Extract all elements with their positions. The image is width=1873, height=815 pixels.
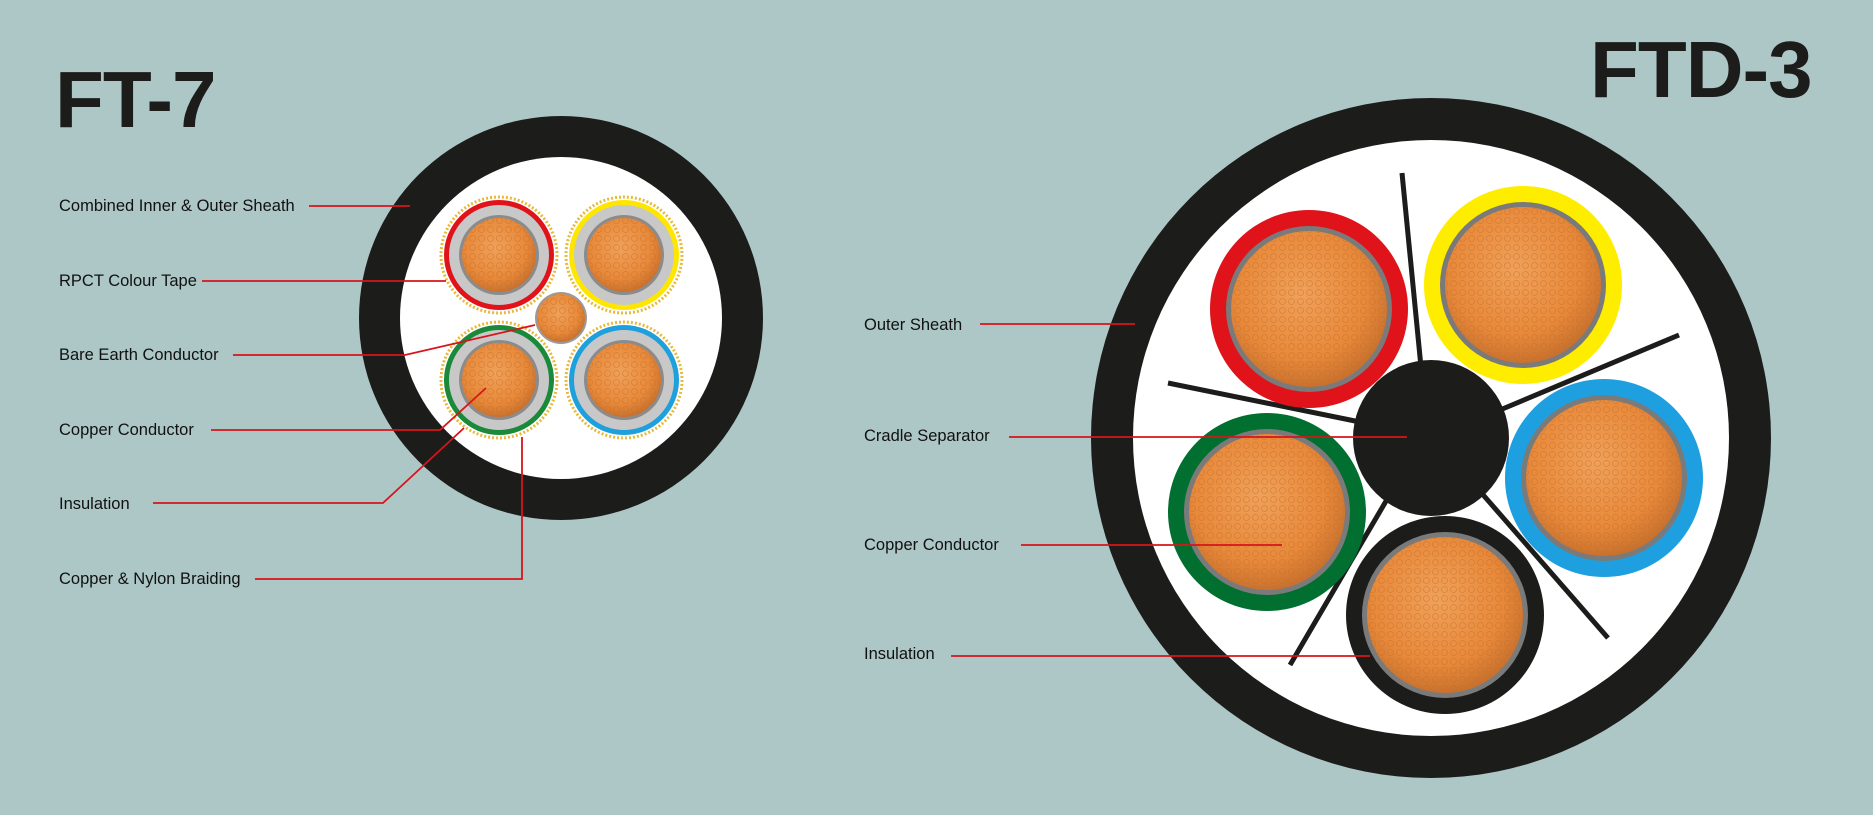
ft7-label-insulation: Insulation [59,495,130,513]
ftd3-core-yellow [1424,186,1622,384]
ftd3-core-black [1346,516,1544,714]
ft7-title: FT-7 [55,55,216,144]
ft7-leader-copper [211,387,487,431]
ft7-label-braiding: Copper & Nylon Braiding [59,570,241,588]
ftd3-label-insulation: Insulation [864,645,935,663]
ftd3-label-outer-sheath: Outer Sheath [864,316,963,334]
ft7-core-blue [564,320,684,440]
ftd3-cradle-center [1353,360,1509,516]
ft7-leader-braiding [255,437,523,580]
ft7-core-red [439,195,559,315]
ftd3-core-green [1168,413,1366,611]
ft7-label-rpct-tape: RPCT Colour Tape [59,272,197,290]
ftd3-cable [951,98,1771,778]
ft7-leader-earth [233,324,536,356]
ft7-bare-earth-conductor [535,292,587,344]
ftd3-label-cradle-separator: Cradle Separator [864,427,990,445]
ft7-core-yellow [564,195,684,315]
ftd3-title: FTD-3 [1590,25,1813,114]
ft7-core-green [439,320,559,440]
ft7-leader-insulation [153,427,465,504]
ft7-leader-lines [153,205,536,580]
ft7-label-combined-sheath: Combined Inner & Outer Sheath [59,197,295,215]
ft7-label-copper-conductor: Copper Conductor [59,421,194,439]
ft7-cable [153,116,763,580]
ftd3-core-blue [1505,379,1703,577]
ft7-label-bare-earth: Bare Earth Conductor [59,346,219,364]
ftd3-leader-lines [951,323,1407,657]
ftd3-core-red [1210,210,1408,408]
ftd3-label-copper-conductor: Copper Conductor [864,536,999,554]
ftd3-cradle-spokes [1167,172,1680,667]
